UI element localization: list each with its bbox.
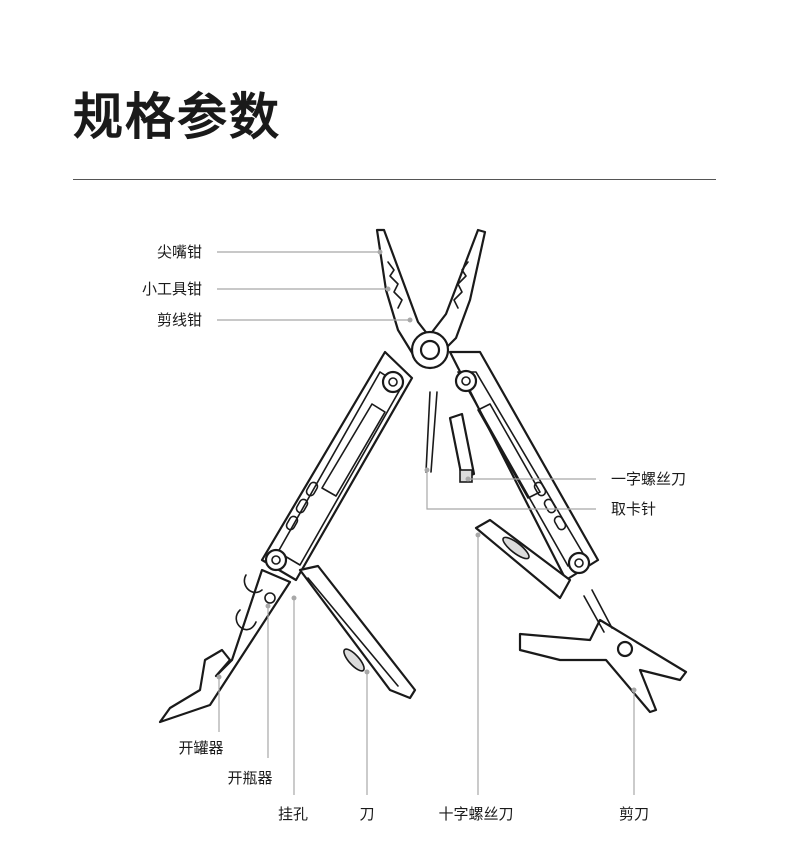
label-can-opener: 开罐器	[178, 674, 224, 757]
svg-text:尖嘴钳: 尖嘴钳	[157, 243, 202, 261]
label-bottle-opener: 开瓶器	[227, 603, 273, 787]
knife-blade	[298, 564, 417, 700]
svg-text:挂孔: 挂孔	[278, 805, 308, 823]
scissors-pivot-icon	[616, 640, 634, 658]
pliers-jaws	[375, 228, 487, 370]
right-torx-screw-icon	[454, 369, 478, 393]
svg-text:剪线钳: 剪线钳	[157, 311, 202, 329]
multitool-illustration	[158, 228, 688, 724]
svg-text:刀: 刀	[359, 805, 374, 823]
left-handle	[260, 350, 414, 582]
label-hanging-hole: 挂孔	[278, 595, 308, 823]
phillips-screwdriver	[474, 518, 572, 600]
right-handle	[448, 350, 600, 582]
svg-text:十字螺丝刀: 十字螺丝刀	[438, 805, 513, 823]
svg-text:一字螺丝刀: 一字螺丝刀	[611, 470, 686, 488]
svg-text:小工具钳: 小工具钳	[142, 280, 202, 298]
label-knife: 刀	[359, 669, 375, 823]
left-bottom-torx-screw-icon	[264, 548, 288, 572]
label-small-tool-pliers: 小工具钳	[142, 280, 391, 298]
flathead-screwdriver-and-pin	[425, 391, 476, 483]
can-opener-blade	[158, 568, 292, 724]
label-sim-pin: 取卡针	[424, 467, 656, 518]
label-scissors: 剪刀	[619, 687, 649, 823]
label-wire-cutter: 剪线钳	[157, 311, 413, 329]
title-divider	[73, 179, 716, 180]
svg-text:开罐器: 开罐器	[178, 739, 223, 757]
svg-text:剪刀: 剪刀	[619, 805, 649, 823]
label-needle-nose-pliers: 尖嘴钳	[157, 243, 383, 261]
left-torx-screw-icon	[381, 370, 405, 394]
label-phillips-screwdriver: 十字螺丝刀	[438, 532, 514, 823]
scissors	[518, 589, 688, 714]
label-flathead-screwdriver: 一字螺丝刀	[465, 470, 686, 488]
right-bottom-torx-screw-icon	[567, 551, 591, 575]
svg-text:取卡针: 取卡针	[611, 500, 656, 518]
page-title: 规格参数	[73, 88, 281, 146]
svg-text:开瓶器: 开瓶器	[227, 769, 272, 787]
